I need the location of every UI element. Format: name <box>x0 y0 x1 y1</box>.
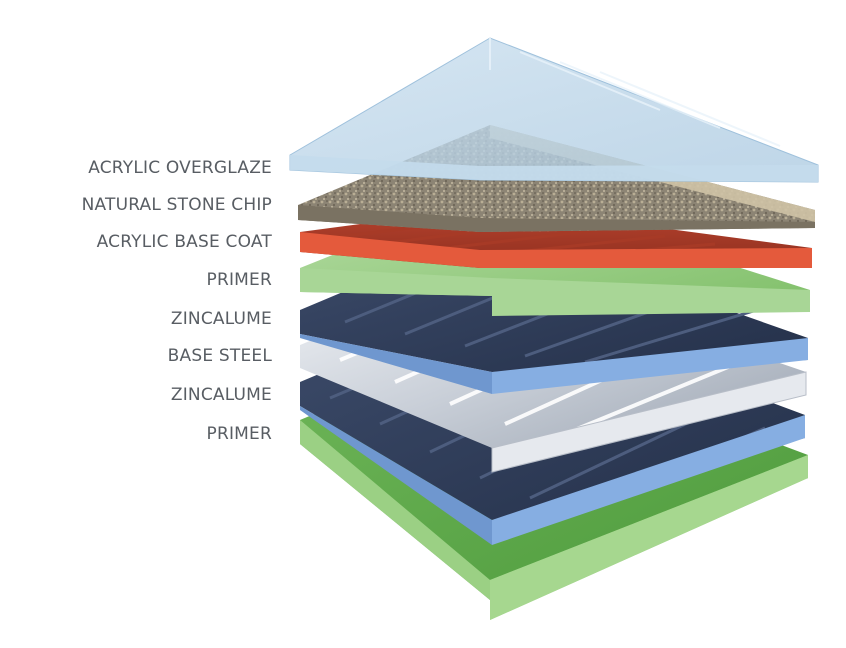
label-acrylic-overglaze: ACRYLIC OVERGLAZE <box>88 158 272 178</box>
label-primer-top: PRIMER <box>206 270 272 290</box>
label-base-steel: BASE STEEL <box>167 346 272 366</box>
label-zincalume-bottom: ZINCALUME <box>170 385 272 405</box>
label-primer-bottom: PRIMER <box>206 424 272 444</box>
label-acrylic-base-coat: ACRYLIC BASE COAT <box>96 232 272 252</box>
label-zincalume-top: ZINCALUME <box>170 309 272 329</box>
label-natural-stone-chip: NATURAL STONE CHIP <box>81 195 272 215</box>
layer-acrylic-overglaze <box>289 37 819 183</box>
